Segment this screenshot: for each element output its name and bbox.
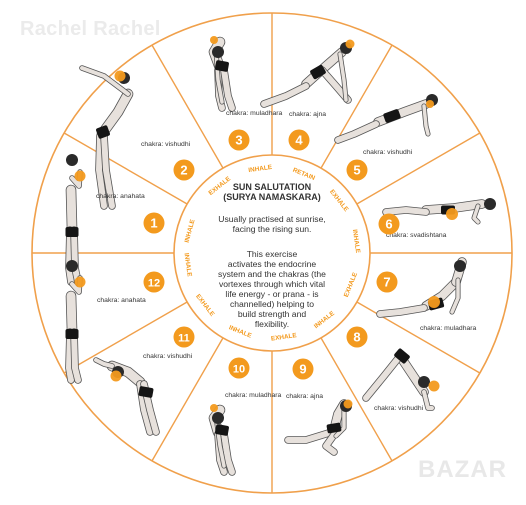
center-body-line: channelled) helping to bbox=[230, 299, 314, 309]
pose-number: 11 bbox=[178, 333, 190, 345]
watermark-top: Rachel Rachel bbox=[20, 18, 161, 40]
pose-figure-4 bbox=[260, 39, 355, 108]
pose-badge-2 bbox=[173, 159, 195, 181]
pose-figure-12 bbox=[65, 260, 86, 384]
pose-number: 6 bbox=[385, 217, 392, 232]
pose-badge-11 bbox=[173, 326, 195, 348]
pose-figure-5 bbox=[334, 94, 438, 144]
pose-number: 4 bbox=[295, 133, 303, 148]
center-body-line: flexibility. bbox=[255, 319, 289, 329]
pose-badge-6 bbox=[378, 213, 400, 235]
pose-badge-7 bbox=[376, 271, 398, 293]
pose-number: 10 bbox=[233, 364, 245, 376]
wheel-rings bbox=[31, 12, 513, 494]
pose-number: 5 bbox=[353, 163, 360, 178]
center-body-line: build strength and bbox=[238, 309, 307, 319]
pose-figure-9 bbox=[284, 399, 353, 456]
pose-figure-8 bbox=[362, 348, 440, 411]
pose-figures bbox=[65, 36, 496, 476]
pose-number: 8 bbox=[353, 330, 360, 345]
chakra-label: chakra: vishudhi bbox=[143, 353, 193, 360]
center-text: SUN SALUTATION (SURYA NAMASKARA) Usually… bbox=[218, 182, 326, 329]
chakra-label: chakra: svadishtana bbox=[386, 232, 447, 239]
chakra-label: chakra: muladhara bbox=[420, 325, 477, 332]
outer-ring bbox=[31, 12, 513, 494]
chakra-label: chakra: anahata bbox=[97, 297, 146, 304]
breath-label: INHALE bbox=[248, 164, 273, 174]
pose-figure-10 bbox=[208, 404, 236, 476]
center-body-line: This exercise bbox=[247, 249, 298, 259]
pose-figure-11 bbox=[93, 357, 160, 436]
pose-badge-1 bbox=[143, 212, 165, 234]
inner-ring bbox=[173, 154, 371, 352]
breath-label: INHALE bbox=[351, 229, 361, 254]
pose-badge-5 bbox=[346, 159, 368, 181]
spoke-line bbox=[320, 337, 393, 462]
pose-badge-3 bbox=[228, 129, 250, 151]
breath-label: EXHALE bbox=[271, 332, 298, 343]
pose-number: 1 bbox=[150, 216, 157, 231]
pose-figure-2 bbox=[79, 65, 134, 210]
spoke-line bbox=[63, 301, 188, 374]
spoke-line bbox=[151, 337, 224, 462]
chakra-label: chakra: anahata bbox=[96, 193, 145, 200]
chakra-label: chakra: vishudhi bbox=[363, 149, 413, 156]
pose-number: 2 bbox=[180, 163, 187, 178]
chakra-label: chakra: muladhara bbox=[226, 110, 283, 117]
spoke-line bbox=[320, 44, 393, 169]
spoke-line bbox=[356, 132, 481, 205]
center-title: SUN SALUTATION bbox=[233, 182, 311, 192]
chakra-label: chakra: ajna bbox=[289, 111, 326, 118]
center-body-line: vortexes through which vital bbox=[219, 279, 325, 289]
spoke-line bbox=[151, 44, 224, 169]
pose-badge-9 bbox=[292, 358, 314, 380]
center-intro-line: Usually practised at sunrise, bbox=[218, 214, 325, 224]
pose-number: 9 bbox=[299, 362, 306, 377]
center-body-line: activates the endocrine bbox=[228, 259, 317, 269]
pose-figure-3 bbox=[208, 36, 236, 112]
chakra-label: chakra: muladhara bbox=[225, 392, 282, 399]
chakra-label: chakra: vishudhi bbox=[374, 405, 424, 412]
chakra-label: chakra: ajna bbox=[286, 393, 323, 400]
center-body-line: system and the chakras (the bbox=[218, 269, 326, 279]
center-body-line: life energy - or prana - is bbox=[225, 289, 318, 299]
chakra-labels: chakra: anahata chakra: vishudhi chakra: m… bbox=[96, 110, 477, 412]
pose-number: 12 bbox=[148, 278, 160, 290]
pose-number: 3 bbox=[235, 133, 242, 148]
pose-number: 7 bbox=[383, 275, 390, 290]
spoke-line bbox=[63, 132, 188, 205]
pose-badge-8 bbox=[346, 326, 368, 348]
breath-label: INHALE bbox=[183, 253, 193, 278]
center-subtitle: (SURYA NAMASKARA) bbox=[223, 192, 321, 202]
center-intro-line: facing the rising sun. bbox=[233, 224, 312, 234]
pose-figure-6 bbox=[382, 198, 496, 225]
pose-figure-7 bbox=[376, 257, 467, 318]
watermark-bottom: BAZAR bbox=[418, 456, 507, 483]
pose-badge-4 bbox=[288, 129, 310, 151]
chakra-label: chakra: vishudhi bbox=[141, 141, 191, 148]
pose-badge-10 bbox=[228, 357, 250, 379]
pose-badge-12 bbox=[143, 271, 165, 293]
wheel-spokes bbox=[32, 13, 512, 493]
